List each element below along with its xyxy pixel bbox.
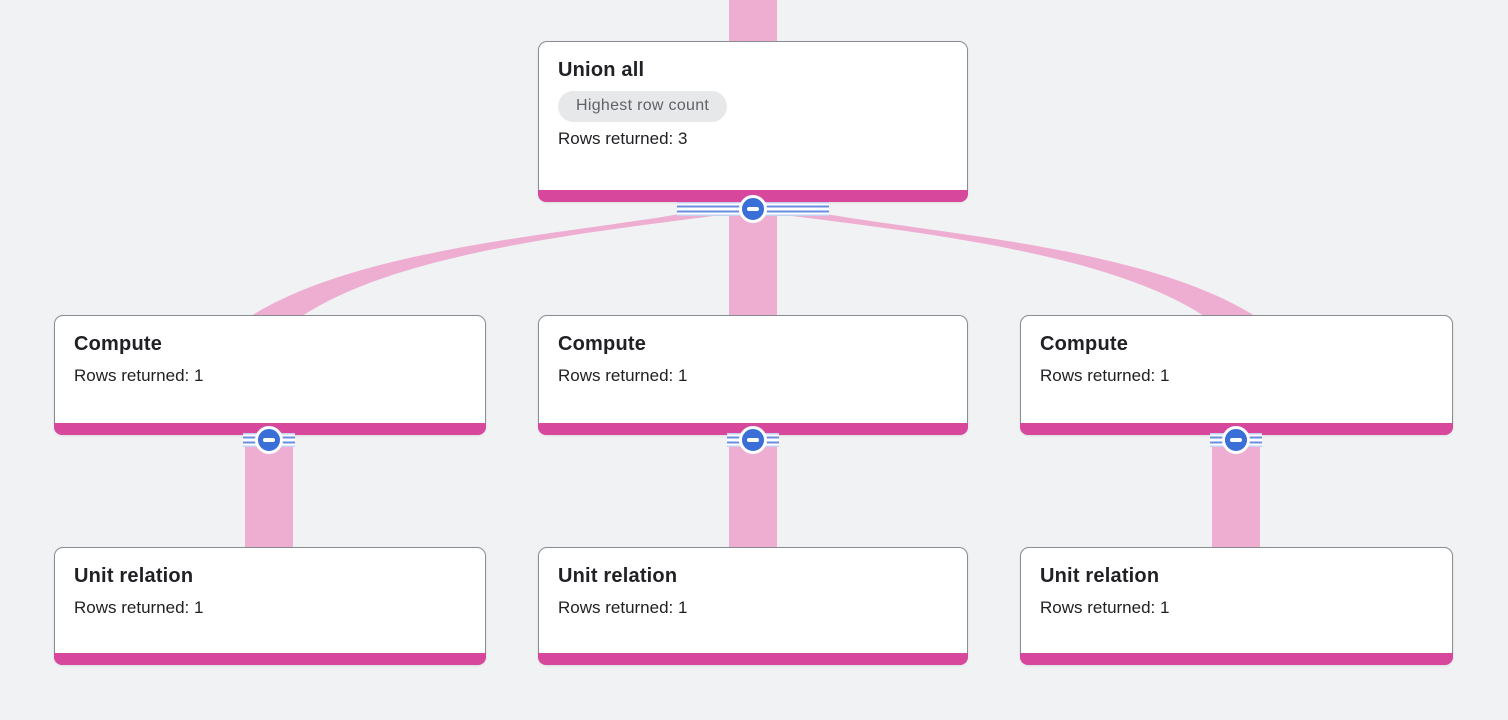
node-title: Unit relation [1040,565,1160,587]
collapse-button-circle[interactable] [739,426,767,454]
node-accent-bar [1020,653,1453,665]
node-accent-bar [538,653,968,665]
minus-icon [263,438,275,442]
edge-compute-2-to-unit-relation-2 [729,446,777,548]
node-card-compute-1[interactable]: Compute Rows returned: 1 [54,315,486,435]
edge-union-all-to-compute-3 [769,213,1255,329]
node-title: Compute [74,333,163,355]
minus-icon [747,207,759,211]
minus-icon [747,438,759,442]
rows-returned-label: Rows returned: 1 [558,598,688,617]
node-title: Union all [558,59,645,81]
edge-union-all-to-compute-2 [729,214,777,318]
node-title: Compute [558,333,647,355]
collapse-edges-button-compute-3[interactable] [1210,426,1262,454]
highest-row-count-badge: Highest row count [558,91,728,122]
edge-union-all-to-compute-1 [251,213,737,329]
rows-returned-label: Rows returned: 1 [1040,598,1170,617]
node-card-unit-relation-3[interactable]: Unit relation Rows returned: 1 [1020,547,1453,665]
rows-returned-label: Rows returned: 1 [74,366,204,385]
node-title: Unit relation [558,565,678,587]
node-card-union-all[interactable]: Union all Highest row count Rows returne… [538,41,968,202]
rows-returned-label: Rows returned: 3 [558,129,688,148]
rows-returned-label: Rows returned: 1 [74,598,204,617]
collapse-edges-button-union-all[interactable] [677,195,829,223]
node-card-unit-relation-1[interactable]: Unit relation Rows returned: 1 [54,547,486,665]
node-title: Compute [1040,333,1129,355]
edge-compute-1-to-unit-relation-1 [245,446,293,548]
node-card-unit-relation-2[interactable]: Unit relation Rows returned: 1 [538,547,968,665]
node-title: Unit relation [74,565,194,587]
collapse-edges-button-compute-2[interactable] [727,426,779,454]
minus-icon [1230,438,1242,442]
node-accent-bar [54,653,486,665]
edge-parent-to-union-all [729,0,777,44]
collapse-button-circle[interactable] [1222,426,1250,454]
collapse-edges-button-compute-1[interactable] [243,426,295,454]
rows-returned-label: Rows returned: 1 [1040,366,1170,385]
collapse-button-circle[interactable] [255,426,283,454]
node-card-compute-3[interactable]: Compute Rows returned: 1 [1020,315,1453,435]
collapse-button-circle[interactable] [739,195,767,223]
edge-compute-3-to-unit-relation-3 [1212,446,1260,548]
node-card-compute-2[interactable]: Compute Rows returned: 1 [538,315,968,435]
rows-returned-label: Rows returned: 1 [558,366,688,385]
